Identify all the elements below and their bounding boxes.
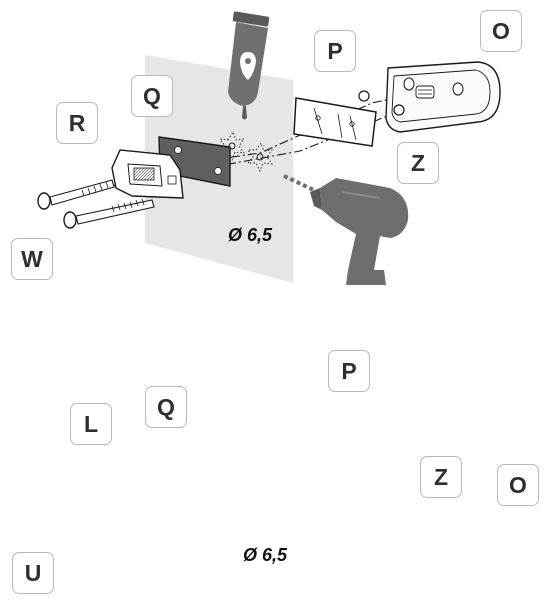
label-p: P xyxy=(328,350,370,392)
label-o: O xyxy=(480,10,522,52)
nut-icon xyxy=(358,90,370,102)
label-o: O xyxy=(497,464,539,506)
glue-tube-icon xyxy=(228,11,270,120)
label-q: Q xyxy=(145,386,187,428)
lamp-housing-icon xyxy=(385,61,501,133)
label-z: Z xyxy=(397,142,439,184)
drill-size-label: Ø 6,5 xyxy=(243,545,288,565)
label-l: L xyxy=(70,403,112,445)
mounting-bracket-icon xyxy=(111,149,184,199)
label-w: W xyxy=(11,238,53,280)
label-q: Q xyxy=(131,75,173,117)
label-u: U xyxy=(12,552,54,594)
power-drill-icon xyxy=(310,178,409,285)
drill-size-label: Ø 6,5 xyxy=(228,225,273,245)
label-p: P xyxy=(314,30,356,72)
nut-icon xyxy=(393,104,405,116)
drill-bit xyxy=(283,174,319,194)
lens-plate-icon xyxy=(293,97,377,147)
screw-icon xyxy=(63,198,155,229)
label-z: Z xyxy=(420,456,462,498)
star-washer-icon xyxy=(219,130,273,173)
label-r: R xyxy=(56,102,98,144)
screw-icon xyxy=(37,179,115,210)
top-assembly xyxy=(37,11,501,285)
